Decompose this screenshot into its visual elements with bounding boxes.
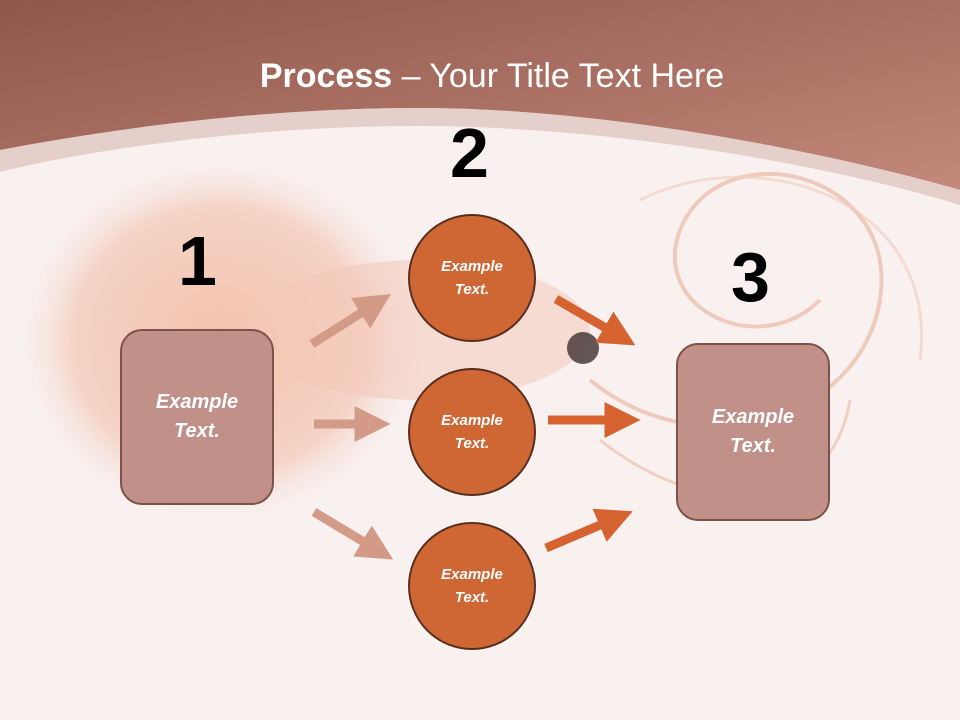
step3-label: Example Text. <box>711 406 795 457</box>
shrimp-eye <box>567 332 599 364</box>
title-rest: – Your Title Text Here <box>392 57 725 95</box>
arrow-top-to-box <box>553 295 636 346</box>
step1-label: Example Text. <box>155 391 239 442</box>
step-number-1: 1 <box>178 222 217 300</box>
step-number-3: 3 <box>731 238 770 316</box>
step2-circle-bottom: Example Text. <box>408 522 536 650</box>
circle-bottom-label: Example Text. <box>441 566 503 606</box>
title-bold: Process <box>259 57 393 95</box>
step3-box: Example Text. <box>676 343 830 521</box>
arrow-box-to-bottom <box>311 508 394 560</box>
step2-circle-top: Example Text. <box>408 214 536 342</box>
arrow-bottom-to-box <box>544 508 633 553</box>
header-swoosh <box>0 108 960 205</box>
circle-middle-label: Example Text. <box>441 412 503 452</box>
step-number-2: 2 <box>450 114 489 192</box>
step2-circle-middle: Example Text. <box>408 368 536 496</box>
slide-title: Process – Your Title Text Here <box>0 54 960 98</box>
circle-top-label: Example Text. <box>441 258 503 298</box>
header-band <box>0 0 960 190</box>
arrow-box-to-top <box>309 293 392 348</box>
step1-box: Example Text. <box>120 329 274 505</box>
